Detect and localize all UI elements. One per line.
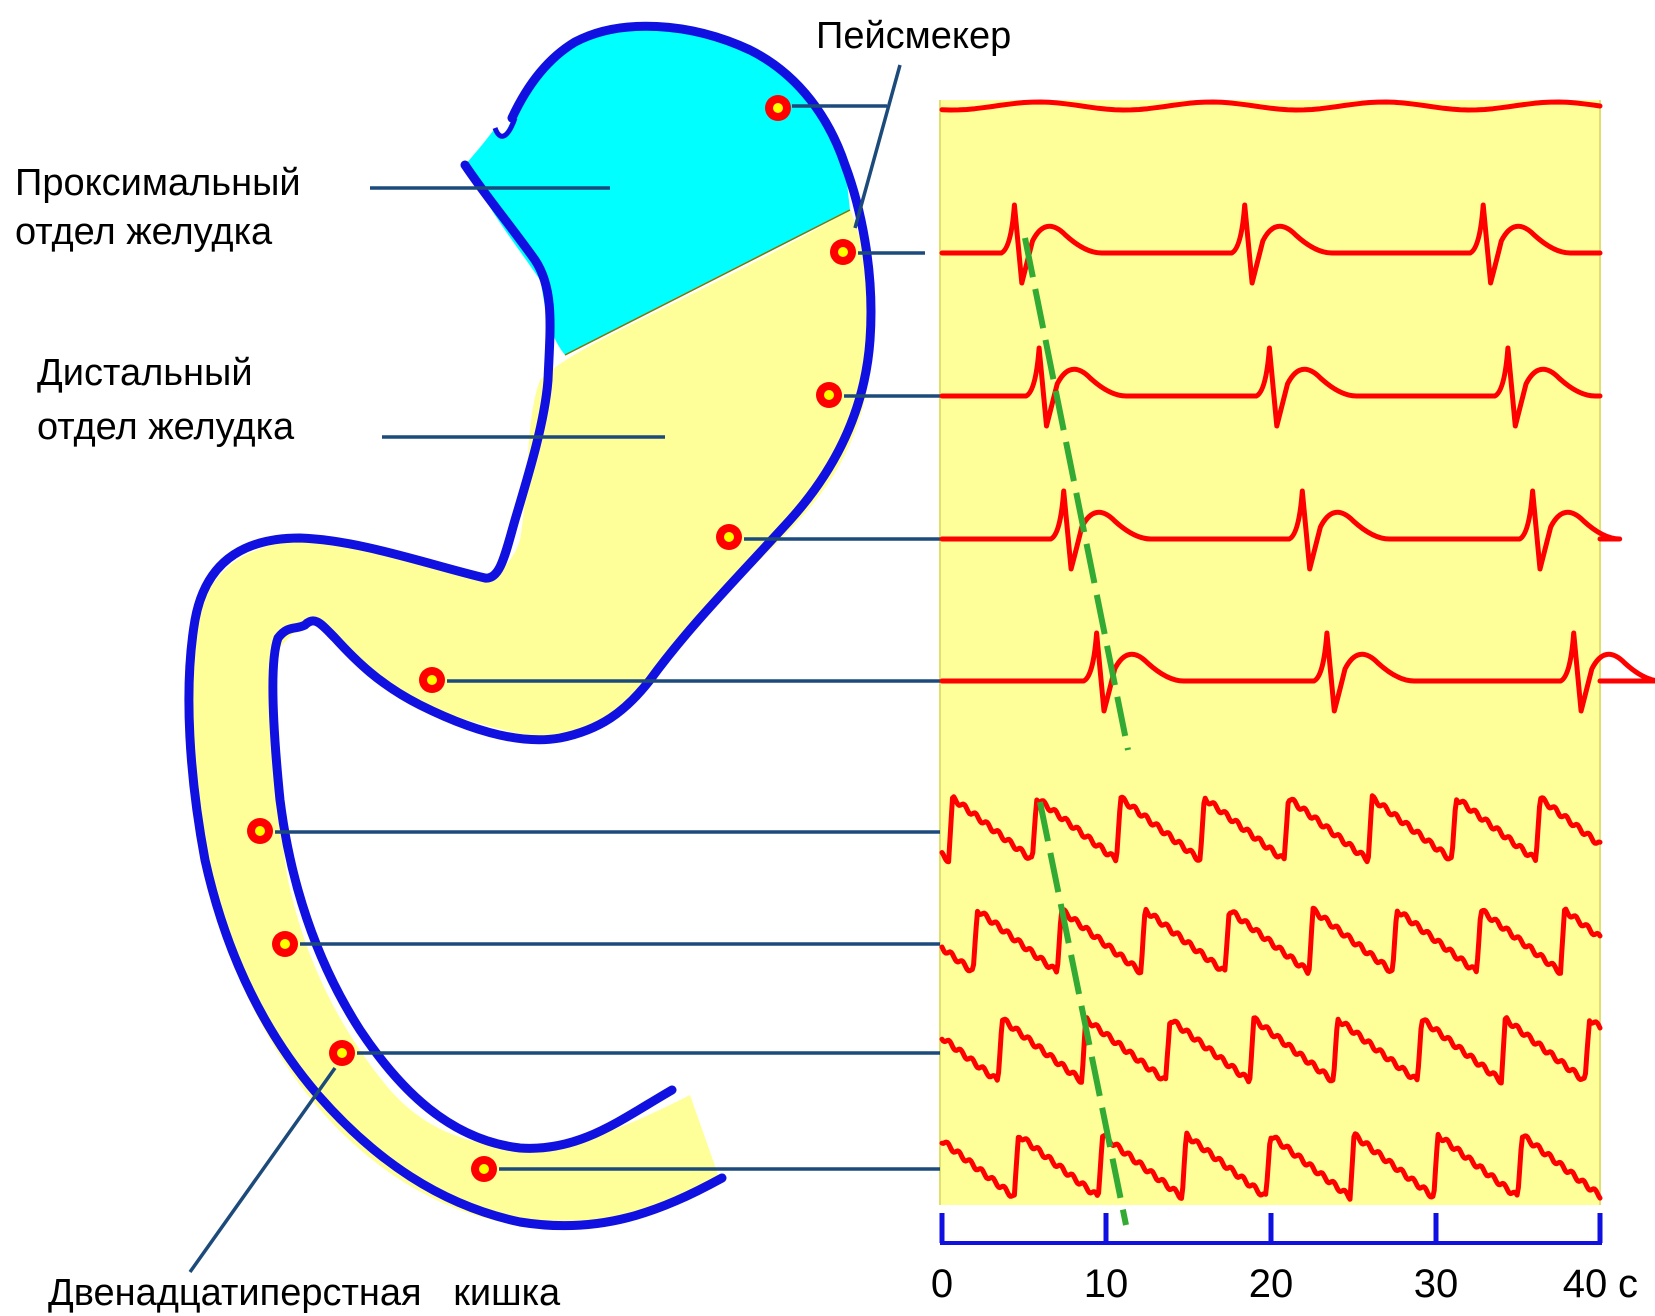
- electrode-8: [329, 1040, 355, 1066]
- electrode-3: [816, 382, 842, 408]
- time-unit-label: с: [1618, 1262, 1638, 1306]
- tick-label-0: 0: [931, 1262, 953, 1306]
- proximal-label-line1: Проксимальный: [15, 162, 301, 204]
- pacemaker-label: Пейсмекер: [816, 15, 1011, 57]
- time-axis: 0 10 20 30 40 с: [931, 1213, 1638, 1306]
- stomach-anatomy: [189, 26, 872, 1226]
- proximal-label-line2: отдел желудка: [15, 211, 273, 253]
- tick-label-10: 10: [1084, 1262, 1129, 1306]
- duodenum-label: Двенадцатиперстная кишка: [48, 1272, 561, 1314]
- tick-label-40: 40: [1563, 1262, 1608, 1306]
- electrode-6: [247, 818, 273, 844]
- electrode-7: [272, 931, 298, 957]
- electrode-9: [471, 1156, 497, 1182]
- electrode-2: [830, 239, 856, 265]
- distal-label-line2: отдел желудка: [37, 406, 295, 448]
- electrode-5: [419, 667, 445, 693]
- distal-stomach-fill: [191, 210, 872, 1226]
- tick-label-20: 20: [1249, 1262, 1294, 1306]
- pacemaker-leader: [855, 65, 900, 228]
- chart-background: [940, 100, 1600, 1205]
- electrode-1: [765, 95, 791, 121]
- distal-label-line1: Дистальный: [37, 352, 253, 394]
- electrode-4: [716, 524, 742, 550]
- tick-label-30: 30: [1414, 1262, 1459, 1306]
- duodenum-leader: [190, 1068, 335, 1272]
